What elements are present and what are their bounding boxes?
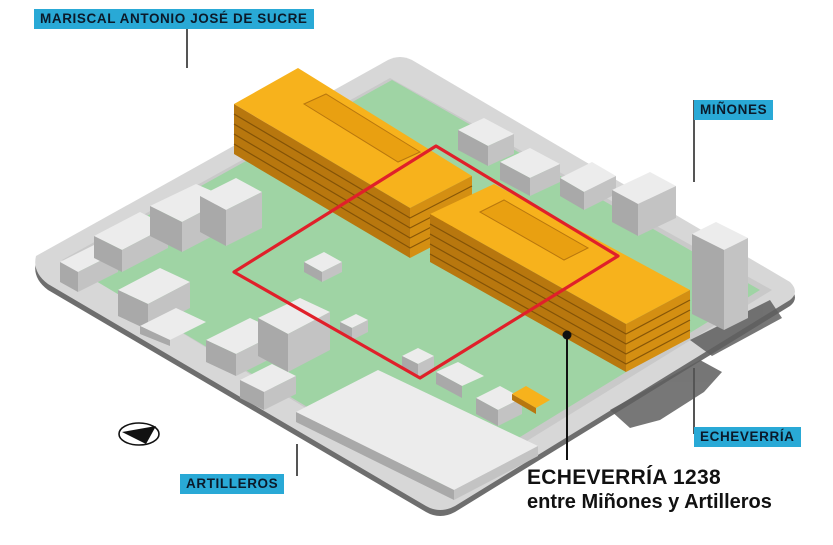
artilleros-leader-line (296, 444, 298, 476)
neighbor-buildings-right (436, 118, 748, 426)
echeverria-leader-line (693, 368, 695, 434)
address-line-1: ECHEVERRÍA 1238 (527, 466, 721, 489)
small-orange-building (512, 386, 550, 414)
street-label-artilleros: ARTILLEROS (180, 474, 285, 494)
address-line-2: entre Miñones y Artilleros (527, 491, 772, 513)
sucre-leader-line (186, 28, 188, 68)
street-label-minones: MIÑONES (694, 100, 774, 120)
lot-outline (232, 144, 620, 380)
street-label-echeverria: ECHEVERRÍA (694, 427, 801, 447)
address-pointer (562, 330, 572, 460)
neighbor-buildings (60, 178, 434, 410)
highlighted-building-north (233, 68, 473, 258)
address-callout: ECHEVERRÍA 1238 entre Miñones y Artiller… (527, 466, 772, 514)
minones-leader-line (693, 100, 695, 182)
north-arrow-icon (118, 422, 160, 446)
street-label-sucre: MARISCAL ANTONIO JOSÉ DE SUCRE (34, 9, 314, 29)
warehouse-building (296, 370, 538, 500)
highlighted-building-south (429, 184, 691, 372)
